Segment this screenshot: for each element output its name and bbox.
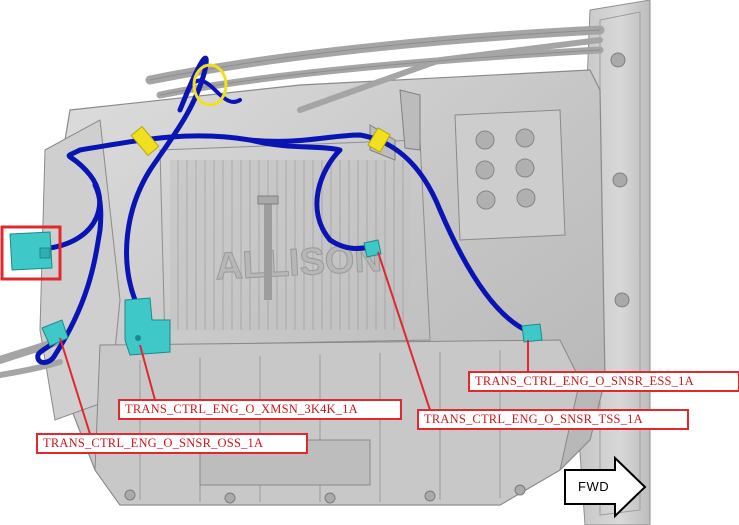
connector-tss xyxy=(363,239,382,258)
casting-text: ALLISON xyxy=(214,238,383,289)
connector-xmsn xyxy=(124,297,171,356)
fwd-arrow-icon xyxy=(564,455,647,519)
callout-oss-sensor: TRANS_CTRL_ENG_O_SNSR_OSS_1A xyxy=(36,433,308,454)
connector-highlighted xyxy=(9,231,53,271)
callout-tss-sensor: TRANS_CTRL_ENG_O_SNSR_TSS_1A xyxy=(417,409,689,430)
wiring-harness xyxy=(35,55,533,365)
callout-leader-lines xyxy=(59,251,529,435)
transmission-case: ALLISON xyxy=(0,0,651,525)
callout-ess-sensor: TRANS_CTRL_ENG_O_SNSR_ESS_1A xyxy=(468,371,739,392)
connector-ess xyxy=(521,323,543,343)
callout-xmsn-connector: TRANS_CTRL_ENG_O_XMSN_3K4K_1A xyxy=(118,399,402,420)
harness-clips xyxy=(130,125,391,157)
connector-highlight-box xyxy=(0,225,62,281)
harness-clip-loop xyxy=(192,63,228,107)
fwd-label: FWD xyxy=(578,479,610,494)
